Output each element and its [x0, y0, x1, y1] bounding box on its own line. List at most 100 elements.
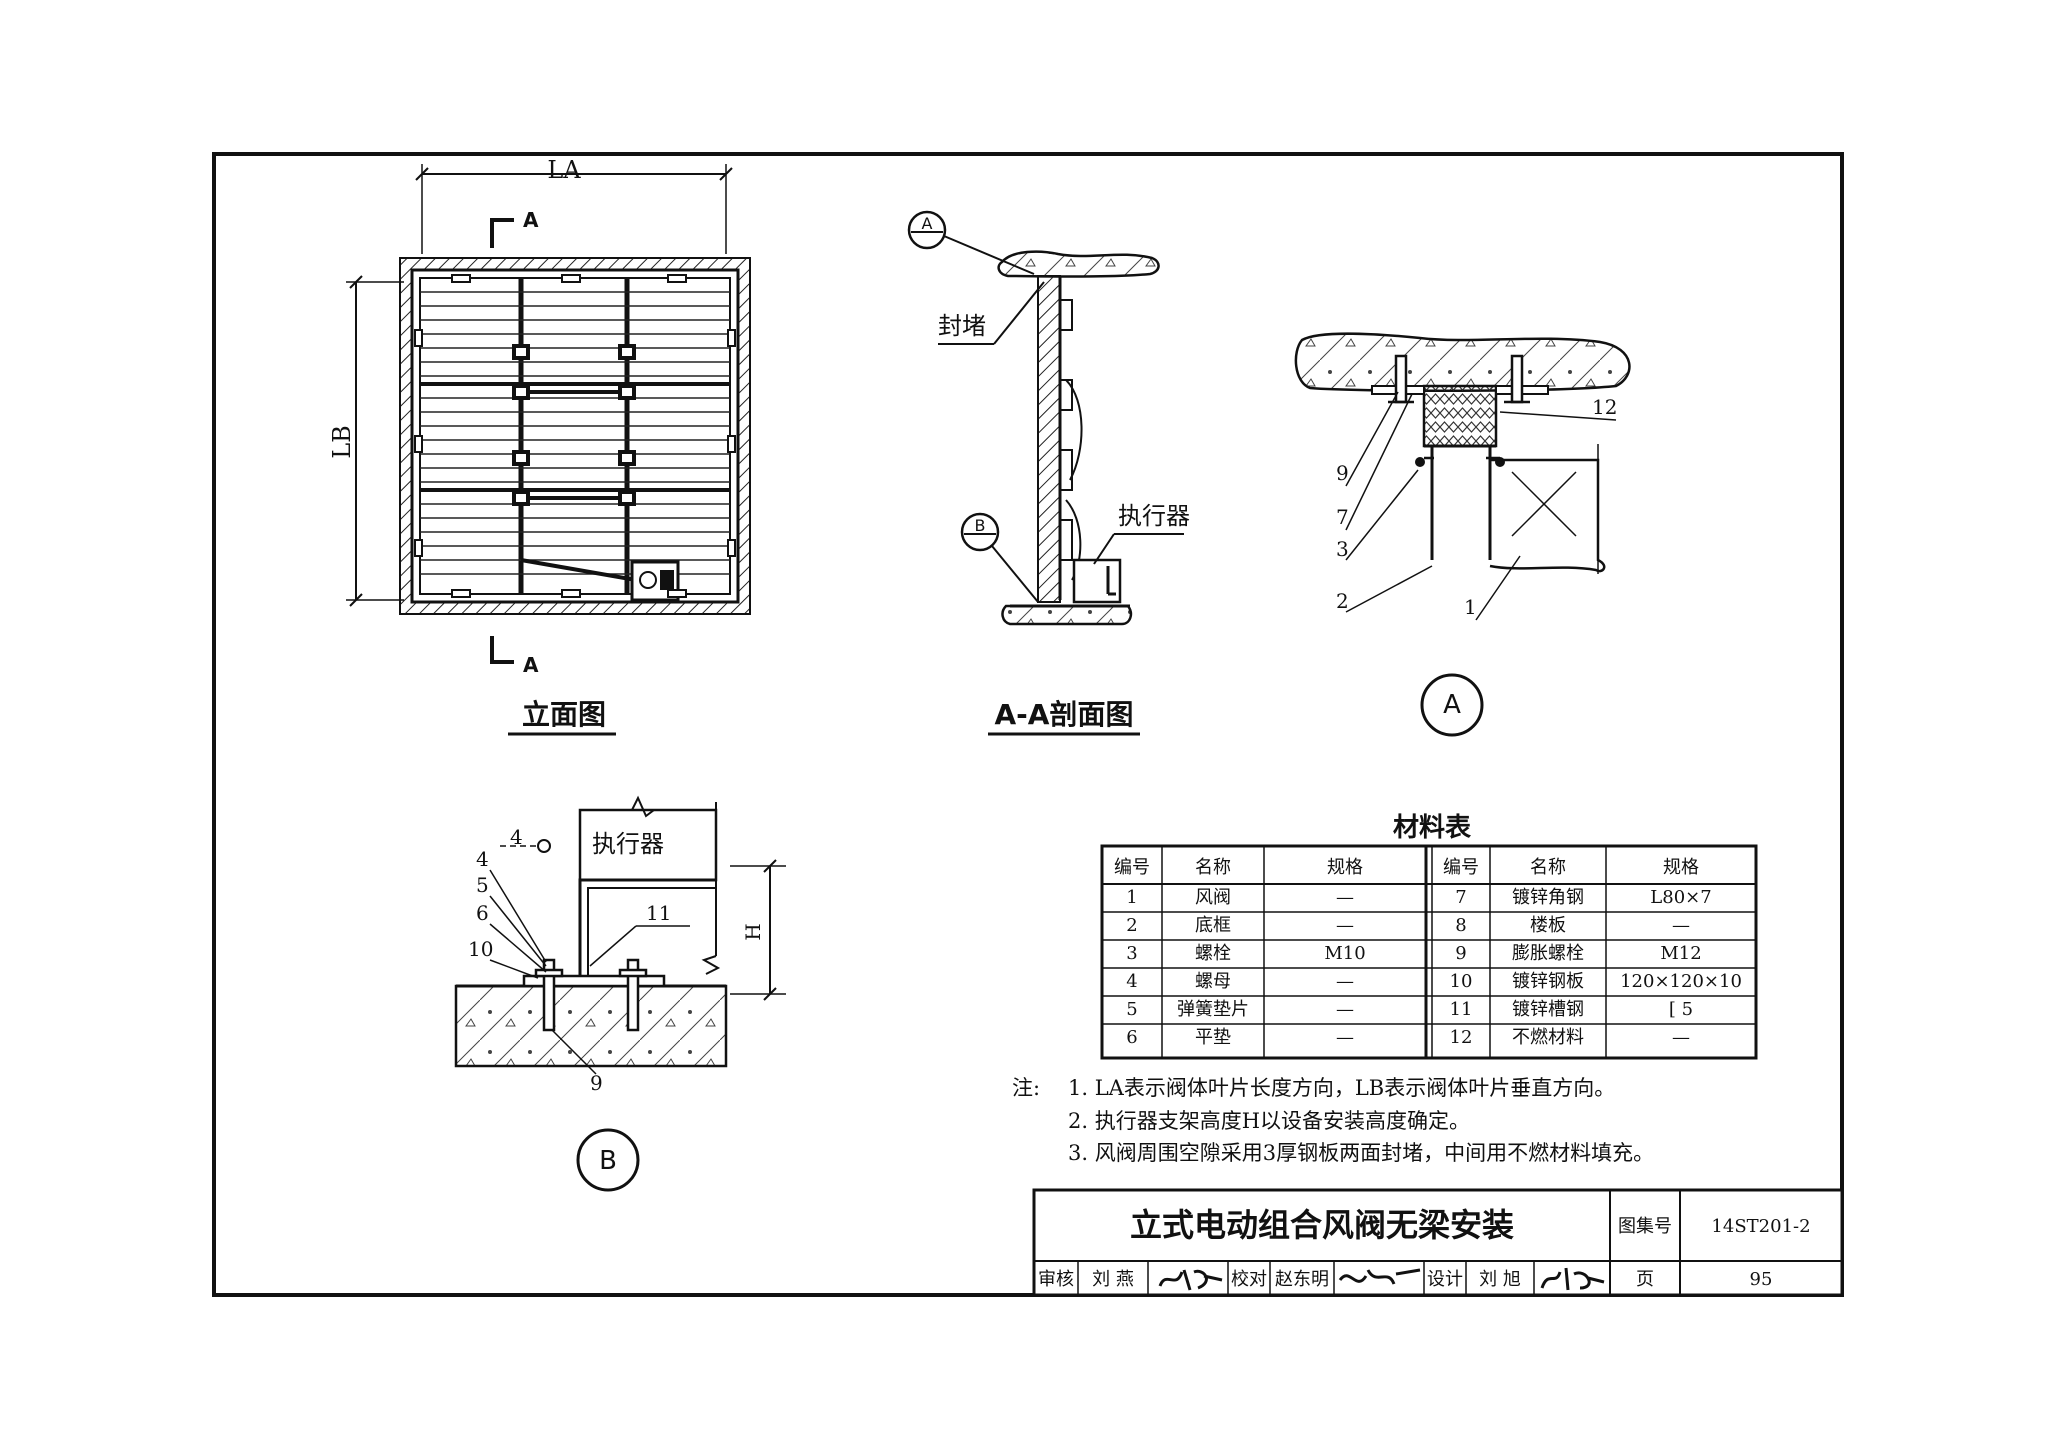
detail-b-callout-10: 10	[468, 937, 493, 961]
aa-actuator-label: 执行器	[1118, 502, 1190, 530]
note-item-2: 2. 执行器支架高度H以设备安装高度确定。	[1068, 1109, 1470, 1133]
section-aa-title: A-A剖面图	[995, 698, 1134, 731]
detail-a-callout-9: 9	[1336, 461, 1349, 485]
detail-a-fill-material	[1422, 384, 1498, 448]
material-table: 材料表 编号 名称 规格 编号 名称 规格 1 风阀 — 7 镀锌角钢 L80×7 2 底框 —…	[1100, 813, 1758, 1060]
row-name-right: 楼板	[1530, 915, 1566, 936]
designer-signature	[1540, 1267, 1605, 1291]
row-no-right: 12	[1450, 1027, 1473, 1048]
detail-a-callout-1: 1	[1464, 595, 1477, 619]
material-table-title: 材料表	[1393, 813, 1472, 843]
row-spec-left: —	[1336, 1027, 1354, 1048]
detail-b-view: H 执行器 4 4 5 6 10 11 9 B	[454, 795, 786, 1192]
row-no-right: 9	[1455, 943, 1466, 964]
row-no-left: 5	[1126, 999, 1137, 1020]
aa-callout-a	[907, 210, 947, 250]
row-name-right: 镀锌钢板	[1512, 971, 1584, 992]
dimension-lb: LB	[328, 425, 356, 459]
row-no-right: 11	[1450, 999, 1473, 1020]
row-name-right: 膨胀螺栓	[1512, 943, 1584, 964]
detail-a-callout-2: 2	[1336, 589, 1349, 613]
section-mark-top: A	[523, 208, 539, 232]
notes: 注: 1. LA表示阀体叶片长度方向，LB表示阀体叶片垂直方向。 2. 执行器支…	[1012, 1076, 1654, 1165]
row-spec-left: —	[1336, 915, 1354, 936]
header-spec-2: 规格	[1663, 857, 1699, 878]
aa-floor-slab	[1001, 604, 1133, 626]
detail-b-callout-11: 11	[646, 901, 671, 925]
row-no-left: 2	[1126, 915, 1137, 936]
atlas-number: 14ST201-2	[1711, 1216, 1810, 1237]
row-no-right: 8	[1455, 915, 1466, 936]
row-spec-right: —	[1672, 915, 1690, 936]
detail-b-actuator-label: 执行器	[592, 830, 664, 858]
row-spec-right: —	[1672, 1027, 1690, 1048]
checker-signature	[1338, 1268, 1421, 1285]
row-name-right: 镀锌角钢	[1512, 887, 1584, 908]
row-spec-left: —	[1336, 999, 1354, 1020]
row-no-right: 7	[1455, 887, 1466, 908]
aa-seal-label: 封堵	[938, 312, 986, 340]
design-label: 设计	[1427, 1269, 1463, 1290]
row-spec-left: M10	[1324, 943, 1365, 964]
detail-b-marker-label: B	[599, 1146, 617, 1176]
detail-b-callout-5: 5	[476, 873, 489, 897]
row-name-left: 平垫	[1195, 1027, 1231, 1048]
material-table-header: 编号 名称 规格 编号 名称 规格	[1114, 857, 1699, 878]
aa-damper-body	[1037, 275, 1061, 603]
checker-name: 赵东明	[1275, 1269, 1329, 1290]
header-no-2: 编号	[1443, 857, 1479, 878]
elevation-view: LA LB A A 立面图	[328, 156, 751, 736]
detail-b-callout-9: 9	[590, 1071, 603, 1095]
detail-b-callout-4a: 4	[510, 825, 523, 849]
row-no-right: 10	[1450, 971, 1473, 992]
note-item-1: 1. LA表示阀体叶片长度方向，LB表示阀体叶片垂直方向。	[1068, 1076, 1615, 1100]
row-spec-left: —	[1336, 887, 1354, 908]
row-no-left: 3	[1126, 943, 1137, 964]
check-label: 校对	[1231, 1269, 1267, 1290]
detail-b-floor	[454, 984, 728, 1068]
row-name-right: 镀锌槽钢	[1512, 999, 1584, 1020]
row-no-left: 1	[1126, 887, 1137, 908]
aa-callout-a-label: A	[922, 214, 933, 233]
header-name-2: 名称	[1530, 857, 1566, 878]
aa-callout-b	[960, 512, 1000, 552]
page-label: 页	[1636, 1269, 1654, 1290]
row-no-left: 4	[1126, 971, 1137, 992]
row-spec-left: —	[1336, 971, 1354, 992]
elevation-title: 立面图	[522, 698, 606, 731]
review-label: 审核	[1038, 1269, 1074, 1290]
row-name-left: 弹簧垫片	[1177, 999, 1249, 1020]
detail-a-marker-label: A	[1443, 690, 1461, 720]
note-item-3: 3. 风阀周围空隙采用3厚钢板两面封堵，中间用不燃材料填充。	[1068, 1141, 1654, 1165]
detail-b-height-label: H	[741, 923, 765, 940]
aa-actuator	[1072, 558, 1122, 604]
detail-a-view: 12 9 7 3 2 1 A	[1294, 332, 1631, 737]
atlas-label: 图集号	[1618, 1216, 1672, 1237]
detail-b-callout-6: 6	[476, 901, 489, 925]
row-spec-right: L80×7	[1650, 887, 1711, 908]
sheet-border	[212, 152, 1844, 1297]
detail-a-slab	[1294, 332, 1631, 393]
dimension-la: LA	[547, 156, 581, 184]
designer-name: 刘 旭	[1479, 1269, 1521, 1290]
row-spec-right: 120×120×10	[1620, 971, 1742, 992]
reviewer-signature	[1158, 1269, 1223, 1291]
page-number: 95	[1750, 1269, 1773, 1290]
header-no-1: 编号	[1114, 857, 1150, 878]
detail-a-marker	[1420, 673, 1484, 737]
row-name-left: 螺母	[1195, 971, 1231, 992]
row-name-left: 底框	[1195, 915, 1231, 936]
aa-ceiling-slab	[997, 250, 1160, 278]
detail-b-marker	[576, 1128, 640, 1192]
row-no-left: 6	[1126, 1027, 1137, 1048]
detail-a-callout-12: 12	[1592, 395, 1617, 419]
row-spec-right: M12	[1660, 943, 1701, 964]
row-name-left: 风阀	[1195, 887, 1231, 908]
detail-a-callout-3: 3	[1336, 537, 1349, 561]
row-spec-right: [ 5	[1669, 999, 1693, 1020]
header-spec-1: 规格	[1327, 857, 1363, 878]
detail-b-callout-4: 4	[476, 847, 489, 871]
section-mark-bottom: A	[523, 653, 539, 677]
row-name-right: 不燃材料	[1512, 1027, 1584, 1048]
